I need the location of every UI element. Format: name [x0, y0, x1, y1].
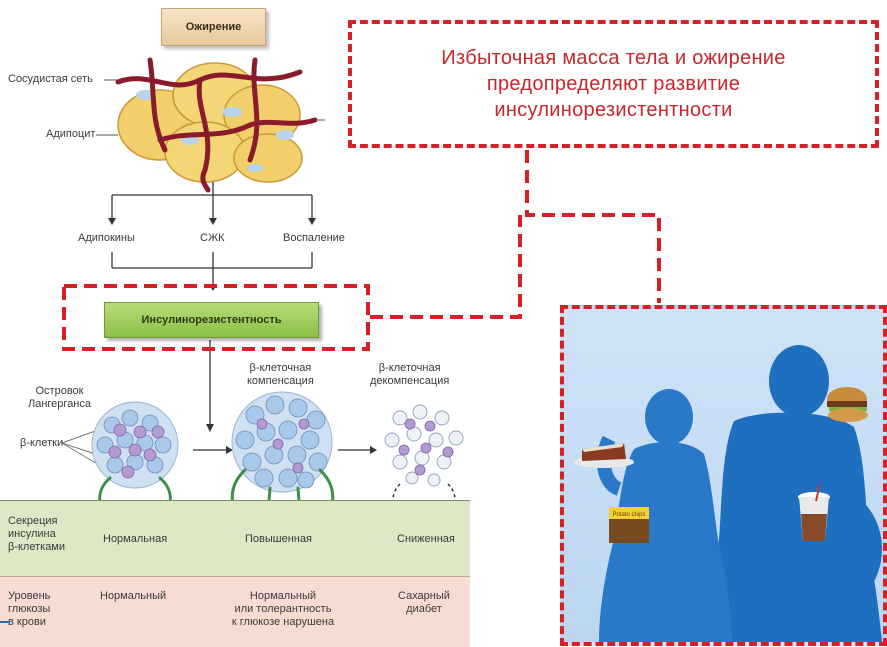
silhouettes-icon: Potato chips: [564, 309, 883, 642]
chips-bag-icon: Potato chips: [609, 507, 649, 543]
obesity-illustration: Potato chips: [560, 305, 887, 646]
chips-bag-label: Potato chips: [612, 512, 645, 518]
cake-plate-icon: [574, 443, 634, 468]
burger-icon: [827, 387, 868, 422]
